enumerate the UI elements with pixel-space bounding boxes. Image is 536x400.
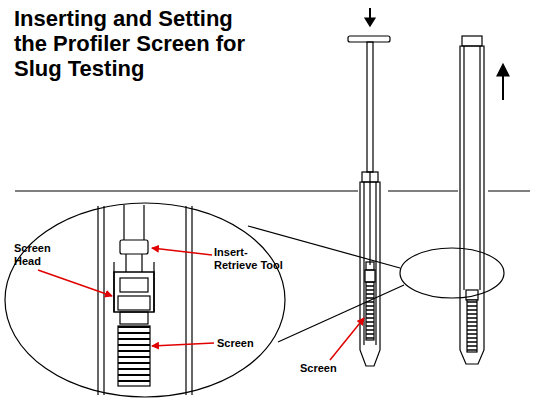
part-label: Screen Head bbox=[14, 242, 66, 268]
part-label: Insert-Retrieve Tool bbox=[214, 246, 286, 272]
diagram-title: Inserting and Setting the Profiler Scree… bbox=[14, 6, 254, 81]
part-label: Screen bbox=[217, 337, 277, 350]
part-label: Screen bbox=[300, 362, 360, 375]
